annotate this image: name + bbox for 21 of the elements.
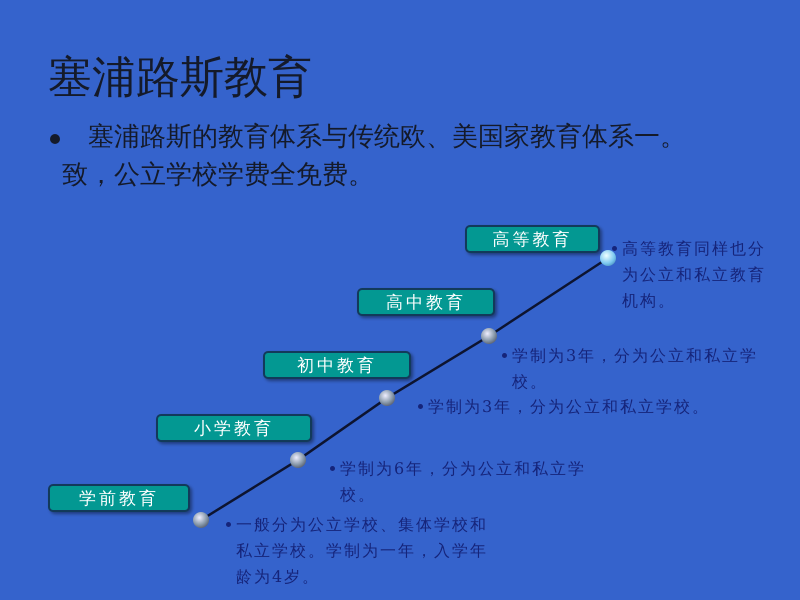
stage-box: 高等教育: [465, 225, 600, 253]
description-text: 学制为6年，分为公立和私立学校。: [340, 458, 588, 506]
stage-box: 初中教育: [263, 351, 411, 379]
stage-box: 小学教育: [156, 414, 312, 442]
milestone-dot: [379, 390, 395, 406]
stage-box: 高中教育: [357, 288, 495, 316]
connector-line: [393, 339, 483, 395]
description-text: 一般分为公立学校、集体学校和私立学校。学制为一年，入学年龄为4岁。: [236, 514, 489, 588]
connector-line: [495, 261, 602, 333]
connector-line: [207, 463, 292, 517]
description-text: 学制为3年，分为公立和私立学校。: [428, 396, 712, 418]
milestone-dot: [481, 328, 497, 344]
connector-line: [304, 402, 382, 456]
description-text: 学制为3年，分为公立和私立学校。: [512, 345, 760, 393]
milestone-dot: [193, 512, 209, 528]
body-text: 塞浦路斯的教育体系与传统欧、美国家教育体系一。致，公立学校学费全免费。: [62, 121, 687, 192]
description-text: 高等教育同样也分为公立和私立教育机构。: [622, 238, 767, 312]
milestone-dot: [290, 452, 306, 468]
slide-title: 塞浦路斯教育: [48, 51, 312, 105]
stage-box: 学前教育: [48, 484, 190, 512]
milestone-dot: [600, 250, 616, 266]
